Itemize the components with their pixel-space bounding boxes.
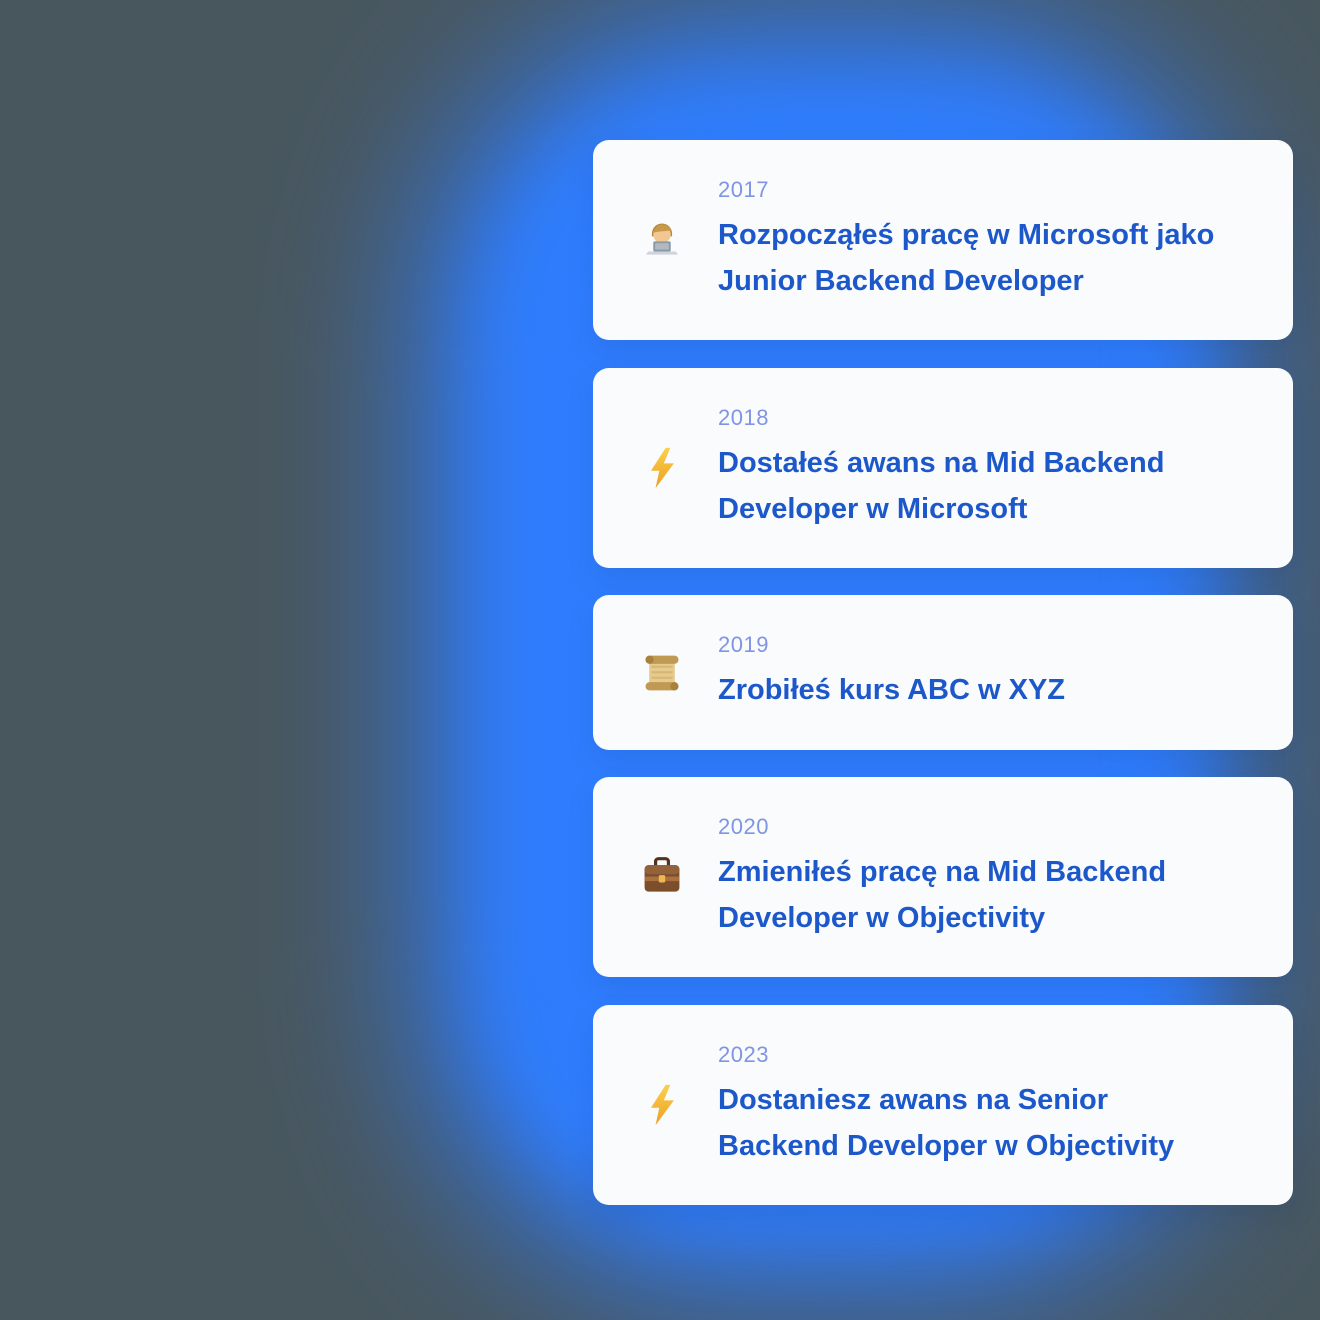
lightning-icon	[639, 445, 685, 491]
timeline-title: Zmieniłeś pracę na Mid Backend Developer…	[718, 855, 1167, 934]
timeline-year: 2019	[718, 632, 769, 657]
lightning-icon	[639, 1082, 685, 1128]
timeline-card-2018: 2018 Dostałeś awans na Mid Backend Devel…	[593, 368, 1293, 568]
scroll-icon	[639, 650, 685, 696]
timeline-card-2017: 2017 Rozpocząłeś pracę w Microsoft jako …	[593, 140, 1293, 340]
timeline-card-2023: 2023 Dostaniesz awans na Senior Backend …	[593, 1005, 1293, 1205]
timeline-title: Zrobiłeś kurs ABC w XYZ	[718, 674, 1065, 706]
timeline-title: Rozpocząłeś pracę w Microsoft jako Junio…	[718, 218, 1215, 297]
timeline-card-2020: 2020 Zmieniłeś pracę na Mid Backend Deve…	[593, 777, 1293, 977]
timeline-year: 2020	[718, 813, 769, 839]
timeline-year: 2017	[718, 176, 769, 202]
technologist-icon	[639, 217, 685, 263]
timeline-year: 2018	[718, 404, 769, 430]
briefcase-icon	[639, 854, 685, 900]
timeline-year: 2023	[718, 1041, 769, 1067]
timeline-title: Dostaniesz awans na Senior Backend Devel…	[718, 1083, 1175, 1162]
timeline-card-2019: 2019 Zrobiłeś kurs ABC w XYZ	[593, 595, 1293, 750]
timeline-title: Dostałeś awans na Mid Backend Developer …	[718, 446, 1165, 525]
